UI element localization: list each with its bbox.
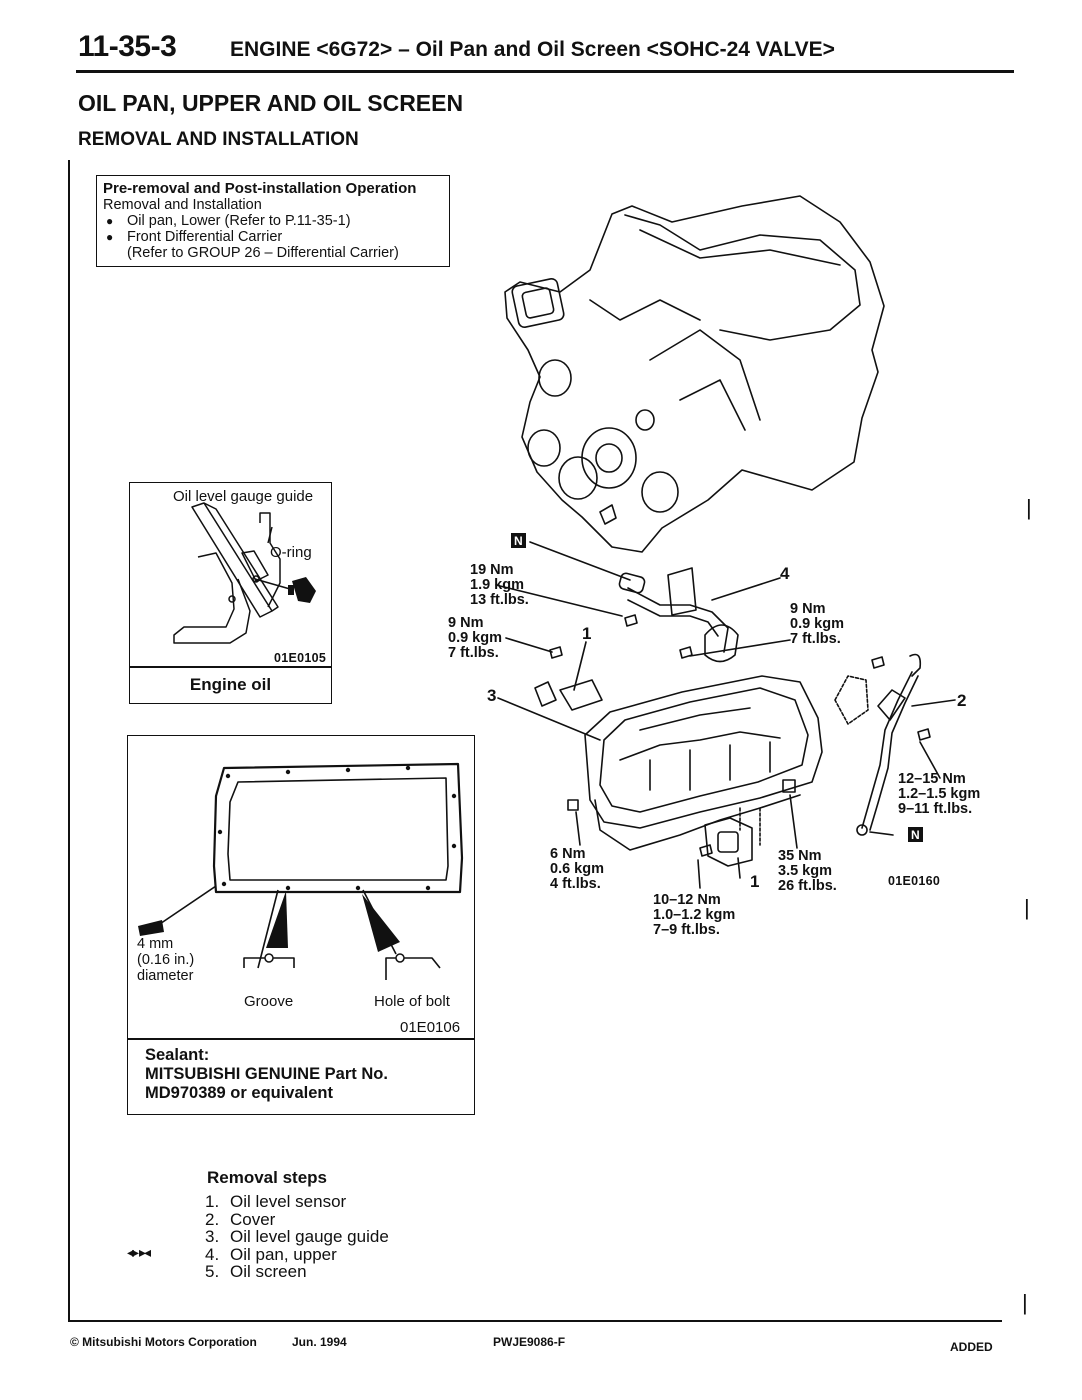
oil-level-sensor: [559, 679, 603, 711]
service-point-marks: ◂▸ ▸◂: [127, 1244, 151, 1260]
gauge-guide-detail-box: Oil level gauge guide O-ring 01E0105 Eng…: [129, 482, 332, 704]
divider: [128, 1038, 474, 1040]
cover: [834, 675, 869, 725]
label-hole-of-bolt: Hole of bolt: [374, 993, 450, 1010]
bolt: [917, 728, 931, 741]
bolt: [871, 656, 885, 669]
footer-date: Jun. 1994: [292, 1335, 347, 1349]
pre-removal-item: Front Differential Carrier: [103, 229, 443, 245]
divider: [130, 666, 331, 668]
bolt: [624, 614, 638, 627]
gasket-n-mark: [511, 533, 526, 548]
page-number: 11-35-3: [78, 30, 177, 63]
list-item: 2.Cover: [205, 1209, 276, 1229]
frame-left-rule: [68, 160, 70, 1320]
pre-removal-box: Pre-removal and Post-installation Operat…: [96, 175, 450, 267]
oil-screen-pipe: [627, 587, 729, 653]
pulley: [558, 456, 598, 500]
pre-removal-list: Oil pan, Lower (Refer to P.11-35-1) Fron…: [103, 213, 443, 245]
gauge-guide-drawing: [173, 502, 316, 644]
list-item: 3.Oil level gauge guide: [205, 1227, 389, 1246]
thermostat-housing: [511, 277, 565, 329]
list-item: 4.Oil pan, upper: [205, 1244, 337, 1264]
subsection-title: REMOVAL AND INSTALLATION: [78, 129, 359, 150]
margin-mark: |: [1024, 895, 1030, 920]
callout-1: 1: [582, 624, 592, 643]
engine-block-outline: [504, 195, 885, 553]
intake-manifold-outline: [624, 214, 861, 341]
section-title: OIL PAN, UPPER AND OIL SCREEN: [78, 90, 464, 116]
list-item: 5.Oil screen: [205, 1262, 307, 1281]
footer-status: ADDED: [950, 1340, 993, 1354]
crank-pulley: [581, 427, 637, 489]
figure-code: 01E0105: [274, 651, 327, 665]
removal-steps-list: 1.Oil level sensor 2.Cover 3.Oil level g…: [205, 1193, 389, 1281]
o-ring-washer: [856, 824, 868, 836]
engine-oil-caption: Engine oil: [189, 675, 272, 694]
label-oil-level-gauge-guide: Oil level gauge guide: [173, 488, 314, 505]
margin-mark: |: [1022, 1290, 1028, 1315]
pre-removal-item: Oil pan, Lower (Refer to P.11-35-1): [103, 213, 443, 229]
pre-removal-continuation: (Refer to GROUP 26 – Differential Carrie…: [127, 245, 399, 261]
header-rule: [76, 70, 1014, 73]
sealant-detail-box: 4 mm(0.16 in.)diameter Groove Hole of bo…: [127, 735, 475, 1115]
bolt: [567, 799, 579, 811]
gasket-mark-label: N: [911, 828, 920, 842]
sealant-spec: Sealant:MITSUBISHI GENUINE Part No.MD970…: [145, 1046, 388, 1102]
bolt: [549, 646, 563, 659]
gasket-n-mark: [908, 827, 923, 842]
pre-removal-heading: Pre-removal and Post-installation Operat…: [103, 180, 417, 197]
bolt: [699, 844, 713, 857]
callout-2: 2: [957, 691, 967, 710]
gauge-guide-bracket: [877, 689, 906, 721]
pulley: [527, 429, 561, 467]
oil-screen: [704, 624, 739, 663]
pulley: [538, 359, 572, 397]
figure-code: 01E0160: [888, 874, 941, 888]
footer-copyright: © Mitsubishi Motors Corporation: [70, 1335, 257, 1349]
removal-steps-title: Removal steps: [207, 1168, 327, 1187]
upper-oil-pan-flange: [584, 675, 823, 829]
sealant-application-drawing: [138, 762, 464, 980]
callout-3: 3: [487, 686, 497, 705]
page-header-title: ENGINE <6G72> – Oil Pan and Oil Screen <…: [230, 38, 835, 61]
bolt: [782, 779, 796, 793]
margin-mark: |: [1026, 495, 1032, 520]
frame-bottom-rule: [68, 1320, 1002, 1322]
gasket-mark-label: N: [514, 534, 523, 548]
figure-code: 01E0106: [400, 1019, 461, 1036]
label-o-ring: O-ring: [270, 544, 312, 561]
callout-1: 1: [750, 872, 760, 891]
list-item: 1.Oil level sensor: [205, 1192, 347, 1211]
footer-doc-code: PWJE9086-F: [493, 1335, 566, 1349]
pre-removal-subheading: Removal and Installation: [103, 197, 262, 213]
bead-size-label: 4 mm(0.16 in.)diameter: [137, 936, 195, 984]
pulley: [641, 471, 679, 513]
label-groove: Groove: [244, 993, 294, 1010]
callout-4: 4: [780, 564, 790, 583]
